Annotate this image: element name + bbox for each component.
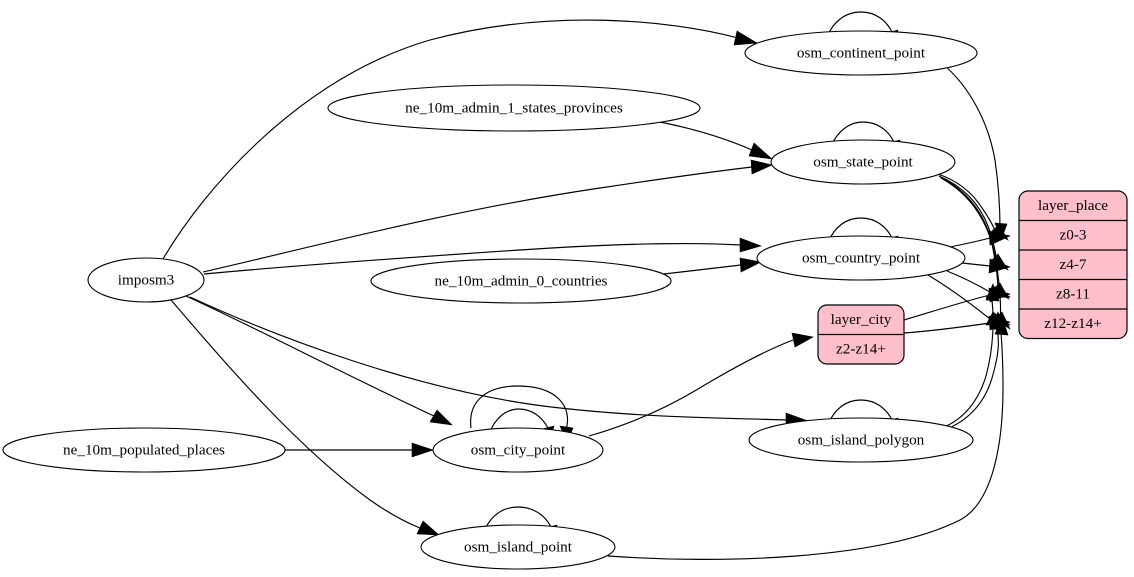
- edge-ne-states-to-osm-state-point: [659, 121, 773, 160]
- edge-imposm3-to-osm-island-polygon: [189, 296, 809, 428]
- edge-imposm3-to-osm-continent-point: [162, 19, 758, 260]
- layer-place-node[interactable]: layer_place z0-3 z4-7 z8-11 z12-z14+: [1018, 190, 1128, 340]
- edge-ne-countries-to-osm-country-point: [663, 257, 762, 275]
- node-osm-country-point[interactable]: osm_country_point: [756, 235, 966, 281]
- edges-group: [162, 11, 1011, 560]
- edge-osm-continent-point-to-layer-place-z0-3: [944, 65, 1008, 241]
- edge-imposm3-to-osm-island-point: [170, 299, 440, 536]
- node-ne-10m-admin-0-countries[interactable]: ne_10m_admin_0_countries: [370, 258, 672, 304]
- edge-osm-island-point-to-layer-place-z12-z14: [607, 316, 1009, 560]
- edge-osm-island-polygon-to-layer-place-z12-z14: [943, 311, 1005, 431]
- nodes-group: imposm3 ne_10m_admin_1_states_provinces …: [2, 30, 978, 570]
- edge-ne-populated-to-osm-city-point: [285, 442, 434, 458]
- node-osm-continent-point[interactable]: osm_continent_point: [744, 30, 978, 76]
- edge-imposm3-to-osm-state-point: [202, 159, 773, 273]
- node-ne-10m-populated-places[interactable]: ne_10m_populated_places: [2, 427, 286, 473]
- edge-osm-country-point-to-layer-place-z0-3: [944, 230, 1011, 249]
- edge-osm-city-point-to-layer-city: [588, 332, 814, 437]
- node-imposm3[interactable]: imposm3: [87, 257, 205, 303]
- node-osm-island-polygon[interactable]: osm_island_polygon: [748, 417, 974, 463]
- edge-imposm3-to-osm-city-point: [185, 295, 453, 426]
- node-ne-10m-admin-1-states-provinces[interactable]: ne_10m_admin_1_states_provinces: [327, 84, 701, 132]
- node-osm-state-point[interactable]: osm_state_point: [770, 139, 956, 185]
- edge-osm-island-polygon-to-layer-place-z8-11: [941, 283, 1000, 429]
- layer-city-node[interactable]: layer_city z2-z14+: [817, 304, 905, 365]
- edge-osm-country-point-to-layer-place-z4-7: [961, 258, 1011, 274]
- node-osm-island-point[interactable]: osm_island_point: [420, 524, 616, 570]
- node-osm-city-point[interactable]: osm_city_point: [432, 427, 604, 473]
- edge-imposm3-to-osm-country-point: [203, 237, 762, 275]
